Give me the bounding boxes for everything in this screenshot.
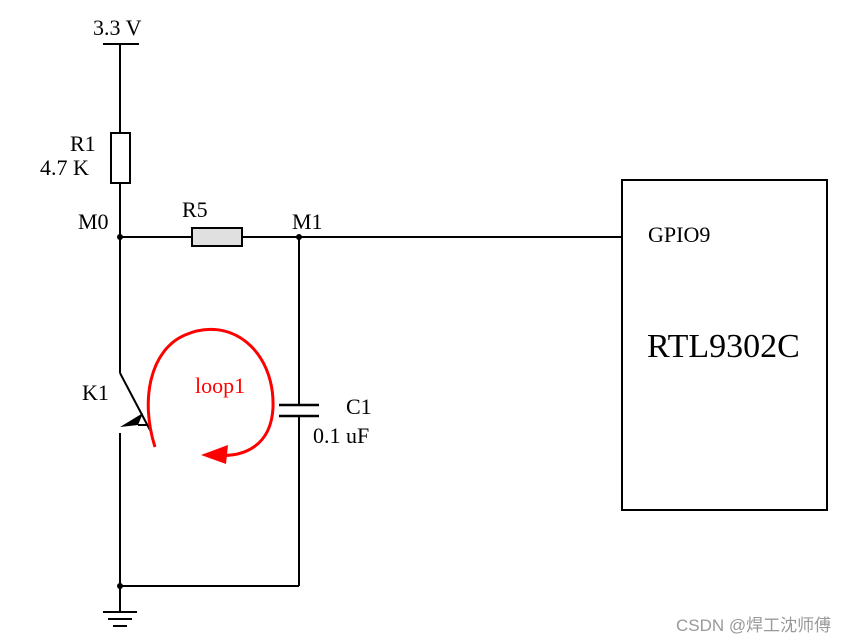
r5-resistor: [191, 227, 243, 247]
loop1-label: loop1: [195, 373, 245, 398]
watermark: CSDN @焊工沈师傅: [676, 616, 831, 635]
k1-contact-arrow: [120, 413, 143, 427]
r1-value: 4.7 K: [40, 155, 89, 180]
r1-resistor: [110, 132, 131, 184]
loop1-arrow-path: [146, 328, 275, 457]
loop1-arrowhead: [201, 445, 228, 464]
k1-blade: [119, 372, 151, 431]
supply-label: 3.3 V: [93, 15, 142, 40]
m1-label: M1: [292, 209, 323, 234]
r5-name: R5: [182, 197, 208, 222]
chip-name: RTL9302C: [647, 328, 800, 365]
c1-value: 0.1 uF: [313, 423, 369, 448]
k1-name: K1: [82, 380, 109, 405]
chip-body: [621, 179, 828, 511]
chip-pin-label: GPIO9: [648, 222, 710, 247]
c1-name: C1: [346, 394, 372, 419]
r1-name: R1: [70, 131, 96, 156]
m0-label: M0: [78, 209, 109, 234]
